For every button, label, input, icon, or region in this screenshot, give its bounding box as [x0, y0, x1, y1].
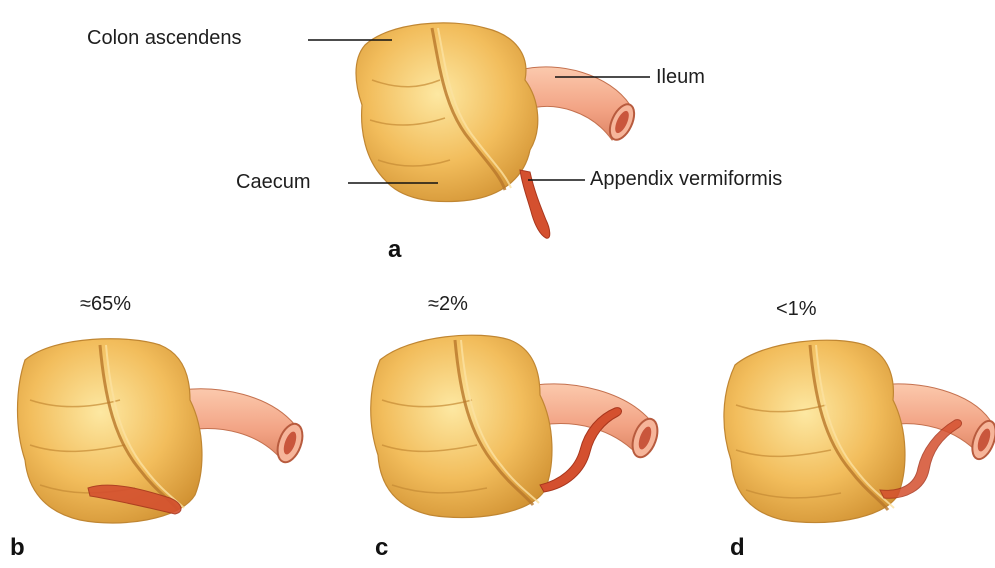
panel-c-illustration — [371, 335, 662, 517]
panel-a-illustration — [356, 23, 639, 238]
panel-letter-b: b — [10, 534, 25, 562]
percent-d: <1% — [776, 298, 817, 321]
panel-letter-c: c — [375, 534, 388, 562]
panel-d-illustration — [724, 340, 995, 522]
label-caecum: Caecum — [236, 171, 310, 194]
panel-letter-d: d — [730, 534, 745, 562]
label-ileum: Ileum — [656, 66, 705, 89]
percent-b: ≈65% — [80, 293, 131, 316]
label-appendix-vermiformis: Appendix vermiformis — [590, 168, 782, 191]
percent-c: ≈2% — [428, 293, 468, 316]
panel-b-illustration — [18, 339, 308, 523]
colon-a — [356, 23, 538, 202]
label-colon-ascendens: Colon ascendens — [87, 27, 242, 50]
panel-letter-a: a — [388, 236, 401, 264]
